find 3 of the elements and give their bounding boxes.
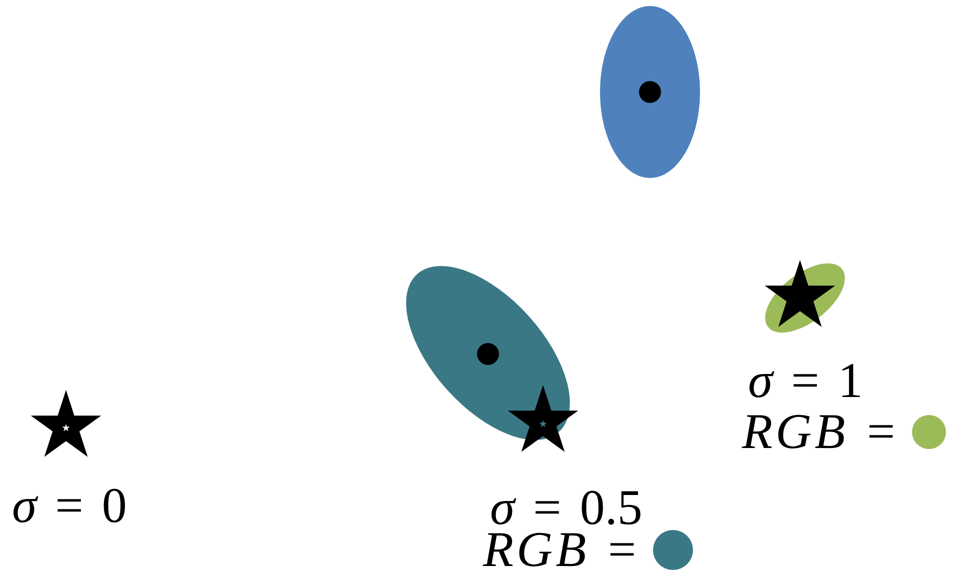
legend-label: RGB = bbox=[742, 404, 900, 459]
sigma-label: σ = 0 bbox=[12, 480, 127, 530]
sigma-label: σ = 1 bbox=[748, 355, 863, 405]
